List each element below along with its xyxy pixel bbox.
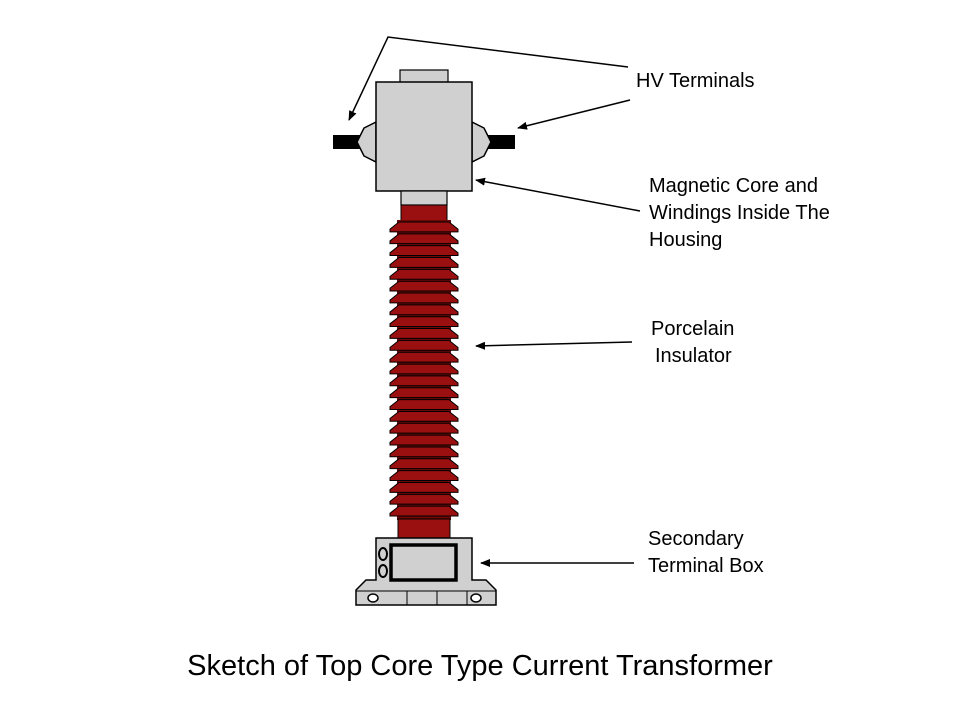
insulator-shed [389,481,459,493]
housing-neck [400,190,448,206]
insulator-shed [389,493,459,505]
insulator-shed [389,375,459,387]
insulator-shed [389,245,459,257]
bushing-left [356,120,377,164]
insulator-shed [389,422,459,434]
insulator-shed [389,399,459,410]
hv-terminal-left [333,135,361,149]
insulator-top-collar [400,204,448,223]
insulator-shed [389,268,459,280]
insulator-shed [389,339,459,351]
insulator-shed [389,505,459,517]
insulator-shed [389,292,459,304]
insulator-bottom-collar [397,518,451,540]
callout-hv-left [348,36,629,121]
callout-insulator [475,341,633,350]
insulator-shed [389,221,459,233]
callout-hv-right [517,99,631,130]
insulator-shed [389,387,459,399]
porcelain-insulator [389,204,459,540]
callout-core [475,177,641,212]
insulator-shed [389,470,459,481]
diagram-caption: Sketch of Top Core Type Current Transfor… [187,650,773,682]
label-secondary-terminal-box: Secondary Terminal Box [648,528,764,577]
insulator-shed [389,257,459,268]
core-housing [375,81,473,192]
callout-lines [348,36,641,567]
insulator-shed [389,328,459,339]
insulator-shed [389,351,459,363]
label-magnetic-core: Magnetic Core and Windings Inside The Ho… [649,175,830,251]
secondary-terminal-box-shape [355,537,497,606]
insulator-shed [389,233,459,245]
label-hv-terminals: HV Terminals [636,70,755,92]
label-porcelain-insulator: Porcelain Insulator [651,318,735,367]
insulator-shed [389,304,459,316]
top-cap [399,69,449,84]
bushing-right [471,120,492,164]
insulator-shed [389,458,459,470]
insulator-shed [389,363,459,375]
insulator-shed [389,446,459,458]
insulator-shed [389,434,459,446]
insulator-shed [389,280,459,292]
insulator-shed [389,410,459,422]
hv-terminal-right [487,135,515,149]
insulator-shed [389,316,459,328]
